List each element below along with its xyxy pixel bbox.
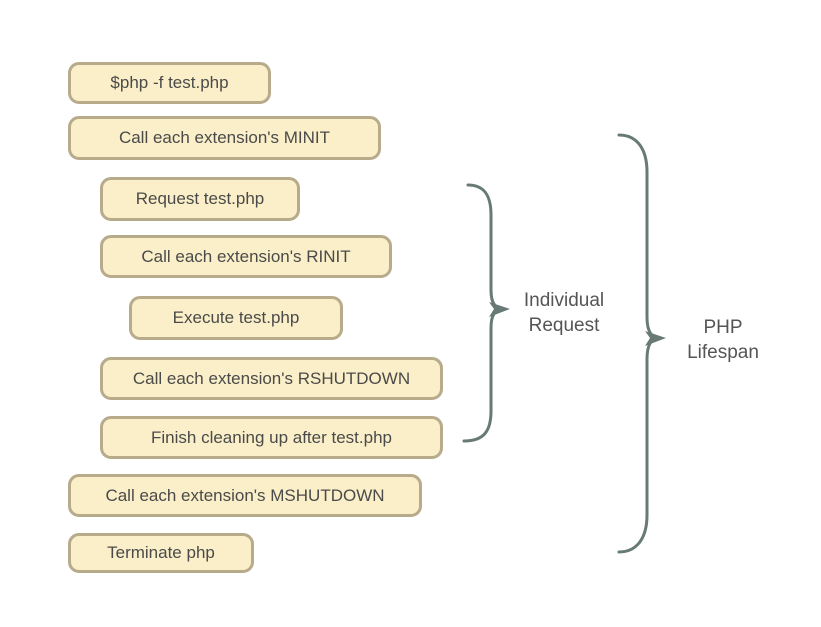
php-lifespan-brace [617, 133, 662, 554]
step-request: Request test.php [100, 177, 300, 221]
step-minit: Call each extension's MINIT [68, 116, 381, 160]
step-terminate: Terminate php [68, 533, 254, 573]
php-lifespan-brace-tip [645, 331, 666, 346]
individual-request-label-line1: Individual [523, 290, 605, 311]
php-lifespan-label-line1: PHP [703, 317, 743, 338]
step-php-command: $php -f test.php [68, 62, 271, 104]
individual-request-brace-tip [489, 302, 510, 317]
php-lifespan-label: PHP Lifespan [676, 315, 770, 365]
step-execute: Execute test.php [129, 296, 343, 340]
step-mshutdown: Call each extension's MSHUTDOWN [68, 474, 422, 517]
step-rinit: Call each extension's RINIT [100, 235, 392, 278]
php-lifespan-label-line2: Lifespan [687, 342, 759, 363]
individual-request-label: Individual Request [514, 288, 614, 338]
step-rshutdown: Call each extension's RSHUTDOWN [100, 357, 443, 400]
individual-request-label-line2: Request [528, 315, 600, 336]
step-cleanup: Finish cleaning up after test.php [100, 416, 443, 459]
